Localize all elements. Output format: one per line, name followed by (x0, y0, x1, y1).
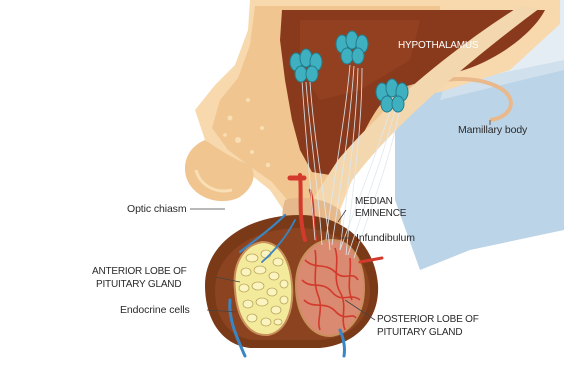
label-median-eminence-line2: EMINENCE (355, 208, 406, 220)
label-anterior-lobe-line2: PITUITARY GLAND (96, 279, 181, 291)
label-hypothalamus: HYPOTHALAMUS (398, 40, 478, 52)
label-anterior-lobe-line1: ANTERIOR LOBE OF (92, 266, 187, 278)
label-optic-chiasm: Optic chiasm (127, 203, 186, 215)
label-median-eminence-line1: MEDIAN (355, 196, 393, 208)
label-mamillary-body: Mamillary body (458, 124, 527, 136)
label-posterior-lobe-line2: PITUITARY GLAND (377, 327, 462, 339)
posterior-lobe (296, 240, 364, 336)
label-infundibulum: Infundibulum (356, 232, 415, 244)
label-endocrine-cells: Endocrine cells (120, 304, 190, 316)
label-posterior-lobe-line1: POSTERIOR LOBE OF (377, 314, 479, 326)
